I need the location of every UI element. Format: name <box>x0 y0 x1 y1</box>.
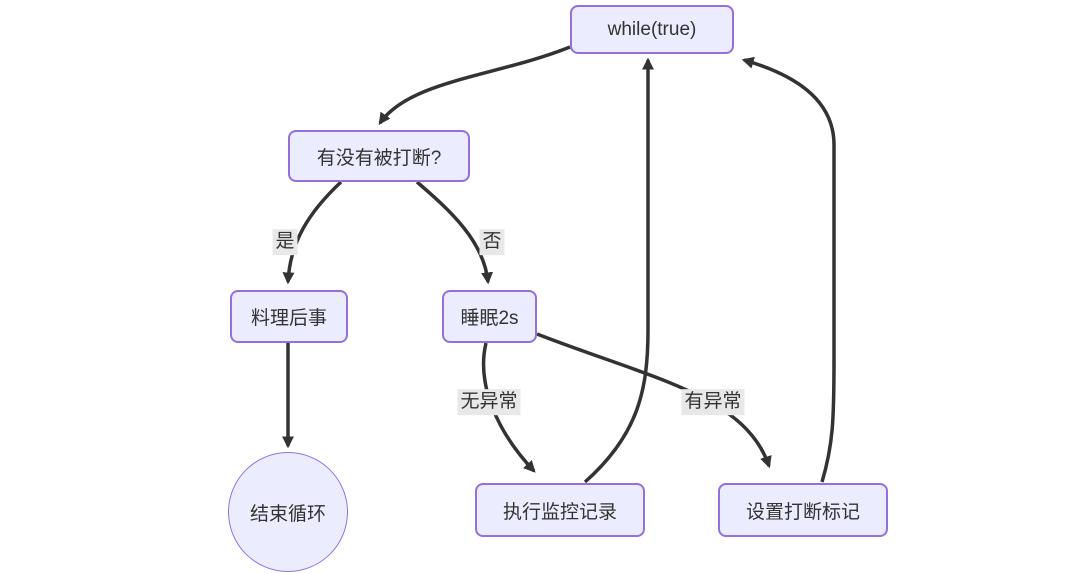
edge-label-has-exception: 有异常 <box>681 389 745 415</box>
edge-label-yes: 是 <box>272 229 298 255</box>
node-label-while-true: while(true) <box>607 18 697 40</box>
edge-check-to-sleep <box>415 180 494 285</box>
node-label-monitor-record: 执行监控记录 <box>502 501 617 523</box>
node-label-cleanup: 料理后事 <box>250 308 327 329</box>
node-set-interrupt-flag: 设置打断标记 <box>718 483 888 537</box>
node-end-loop: 结束循环 <box>228 452 348 572</box>
edge-while-to-check <box>378 45 571 125</box>
edge-monitor-to-while <box>583 57 654 484</box>
node-monitor-record: 执行监控记录 <box>475 483 645 537</box>
edge-check-to-cleanup <box>282 180 343 285</box>
node-sleep-2s: 睡眠2s <box>442 290 537 343</box>
edge-setflag-to-while <box>741 56 836 483</box>
node-interrupt-check: 有没有被打断? <box>288 130 470 182</box>
edge-label-no-exception: 无异常 <box>457 389 521 415</box>
node-label-set-interrupt-flag: 设置打断标记 <box>745 501 860 523</box>
node-while-true: while(true) <box>570 5 734 54</box>
node-cleanup: 料理后事 <box>230 290 348 343</box>
node-label-end-loop: 结束循环 <box>249 503 326 525</box>
node-label-interrupt-check: 有没有被打断? <box>316 147 442 169</box>
edge-label-no: 否 <box>479 229 505 255</box>
node-label-sleep-2s: 睡眠2s <box>460 308 519 329</box>
